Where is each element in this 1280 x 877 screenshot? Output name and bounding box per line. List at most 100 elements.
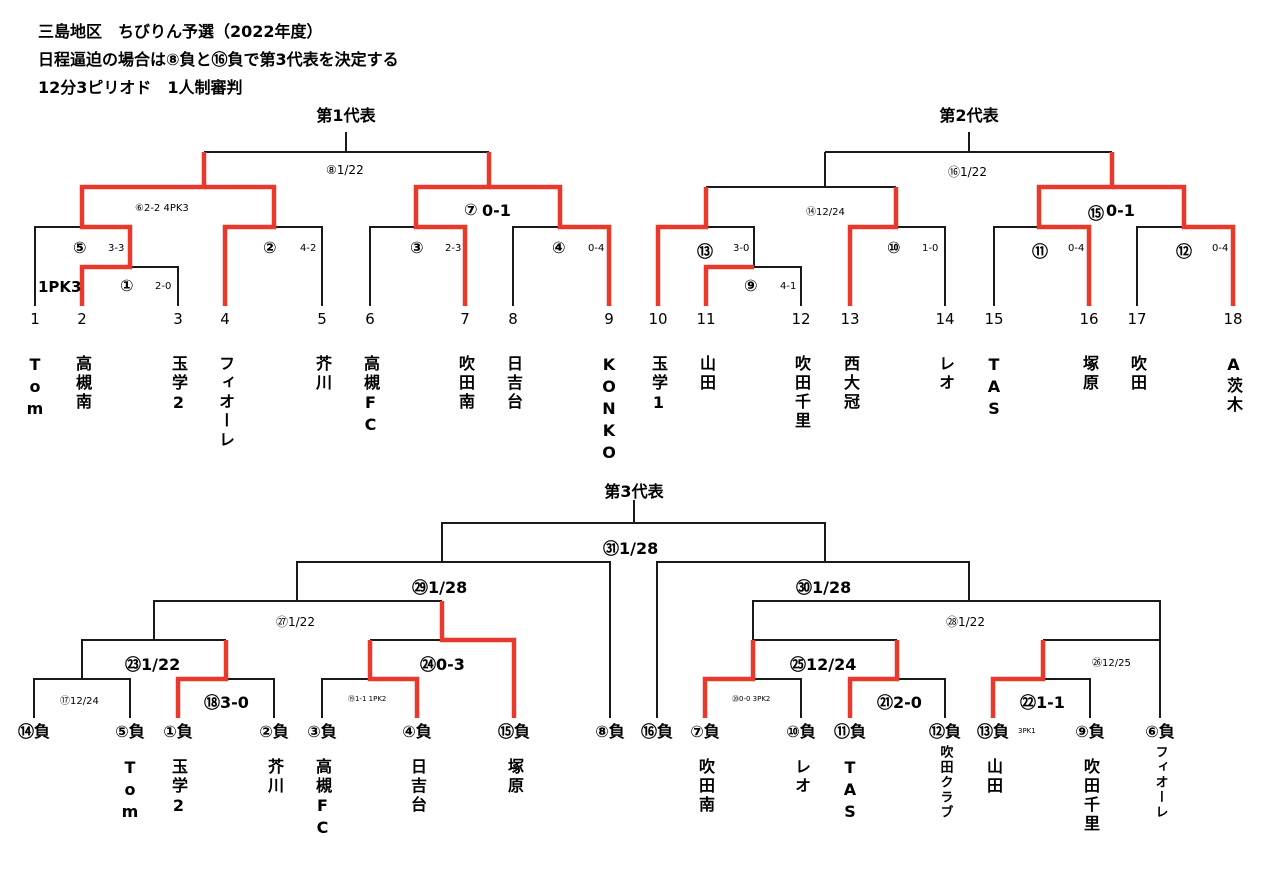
section-rep3: 第3代表: [604, 482, 664, 501]
loser-slot: ⑮負: [497, 722, 531, 741]
match-2-score: 4-2: [300, 243, 317, 254]
match-5-score: 3-3: [108, 243, 125, 254]
section-rep1: 第1代表: [316, 106, 376, 125]
team-name: 芥川: [265, 758, 284, 796]
team-name: 高槻FC: [361, 355, 380, 437]
team-name: 玉学2: [169, 355, 188, 415]
seed-number: 12: [791, 310, 811, 328]
schedule-note: 日程逼迫の場合は⑧負と⑯負で第3代表を決定する: [38, 50, 399, 69]
match-29-bar: [296, 561, 611, 718]
team-name: 山田: [984, 758, 1003, 796]
match-2-circle: ②: [263, 238, 277, 257]
match-10-score: 1-0: [922, 243, 939, 254]
loser-slot: ⑩負: [786, 722, 816, 741]
match-12-circle: ⑫: [1176, 242, 1193, 261]
winner-path-team10: [655, 187, 709, 306]
winner-path-team11: [703, 264, 754, 306]
seed-number: 17: [1127, 310, 1147, 328]
match-31-label: ㉛1/28: [603, 539, 659, 558]
winner-path-team16: [1036, 152, 1115, 306]
seed-number: 1: [30, 310, 40, 328]
loser-slot: ②負: [259, 722, 289, 741]
seed-number: 13: [840, 310, 860, 328]
team-name: フィオーレ: [216, 355, 235, 450]
match-21-label: ㉑2-0: [877, 693, 922, 712]
match-3-score: 2-3: [445, 243, 462, 254]
team-name: フィオーレ: [1152, 745, 1168, 820]
match-1-circle: ①: [120, 276, 134, 295]
loser-slot: ①負: [163, 722, 193, 741]
match-28-label: ㉘1/22: [946, 615, 985, 629]
match-30-bar: [656, 561, 970, 718]
match-19-left: [321, 678, 370, 718]
winner-path-1lose: [175, 640, 229, 718]
match-4-left: [512, 226, 560, 306]
match-15-score: 0-1: [1106, 201, 1135, 220]
seed-number: 7: [460, 310, 470, 328]
team-name: 吹田千里: [1081, 758, 1100, 834]
seed-number: 18: [1223, 310, 1243, 328]
team-name: TAS: [984, 355, 1004, 421]
team-name: 高槻南: [73, 355, 92, 412]
team-name: 吹田南: [696, 758, 715, 815]
loser-slot: ⑧負: [595, 722, 625, 741]
winner-path-team7: [413, 152, 492, 306]
match-2-right: [274, 226, 323, 306]
seed-number: 14: [935, 310, 955, 328]
seed-number: 4: [220, 310, 230, 328]
match-13-right: [706, 226, 755, 267]
match-7-circle: ⑦: [464, 200, 478, 219]
match-19-label: ⑲1-1 1PK2: [348, 695, 387, 703]
loser-slot: ⑥負: [1145, 722, 1175, 741]
team-name: Tom: [120, 758, 140, 824]
match-29-label: ㉙1/28: [412, 578, 468, 597]
winner-path-11lose: [847, 640, 900, 718]
winner-path-team2: [79, 152, 207, 306]
match-15-circle: ⑮: [1088, 204, 1105, 223]
match-1-right: [130, 266, 179, 306]
match-7-score: 0-1: [482, 201, 511, 220]
winner-path-team9: [489, 184, 612, 306]
match-9-score: 4-1: [780, 281, 797, 292]
loser-slot: ⑬負: [976, 722, 1010, 741]
seed-number: 10: [648, 310, 668, 328]
match-8-label: ⑧1/22: [326, 163, 364, 177]
match-3-circle: ③: [410, 238, 424, 257]
match-11-circle: ⑪: [1032, 242, 1049, 261]
loser-slot: ⑭負: [17, 722, 51, 741]
match-17-label: ⑰12/24: [60, 696, 99, 707]
match-6-label: ⑥2-2 4PK3: [135, 203, 189, 214]
winner-path-13lose: [990, 640, 1046, 718]
match-3-left: [369, 226, 416, 306]
team-name: 西大冠: [841, 355, 860, 412]
team-name: 塚原: [1080, 355, 1099, 393]
section-rep2: 第2代表: [939, 106, 999, 125]
match-18-label: ⑱3-0: [204, 693, 249, 712]
winner-path-team13: [847, 187, 899, 306]
team-name: 吹田南: [456, 355, 475, 412]
loser-slot: ⑫負: [928, 722, 962, 741]
match-26-label: ㉖12/25: [1092, 658, 1131, 669]
team-name: 日吉台: [408, 758, 427, 815]
match-25-label: ㉕12/24: [790, 655, 857, 674]
match-1-pk-note: 1PK3: [38, 278, 82, 296]
winner-path-7lose: [702, 640, 756, 718]
match-28-bar: [752, 600, 1161, 640]
match-27-label: ㉗1/22: [276, 615, 315, 629]
team-name: KONKO: [599, 355, 619, 465]
winner-path-15lose: [439, 601, 517, 718]
match-20-label: ⑳0-0 3PK2: [732, 695, 771, 703]
match-14-label: ⑭12/24: [806, 207, 845, 218]
match-format: 12分3ピリオド 1人制審判: [38, 78, 243, 97]
match-10-right: [896, 226, 946, 306]
seed-number: 16: [1079, 310, 1099, 328]
match-27-bar: [153, 600, 442, 640]
match-11-score: 0-4: [1068, 243, 1085, 254]
team-name: A茨木: [1224, 355, 1243, 415]
seed-number: 3: [173, 310, 183, 328]
winner-path-team18: [1112, 184, 1236, 306]
match-4-score: 0-4: [588, 243, 605, 254]
match-22-label: ㉒1-1: [1020, 693, 1065, 712]
